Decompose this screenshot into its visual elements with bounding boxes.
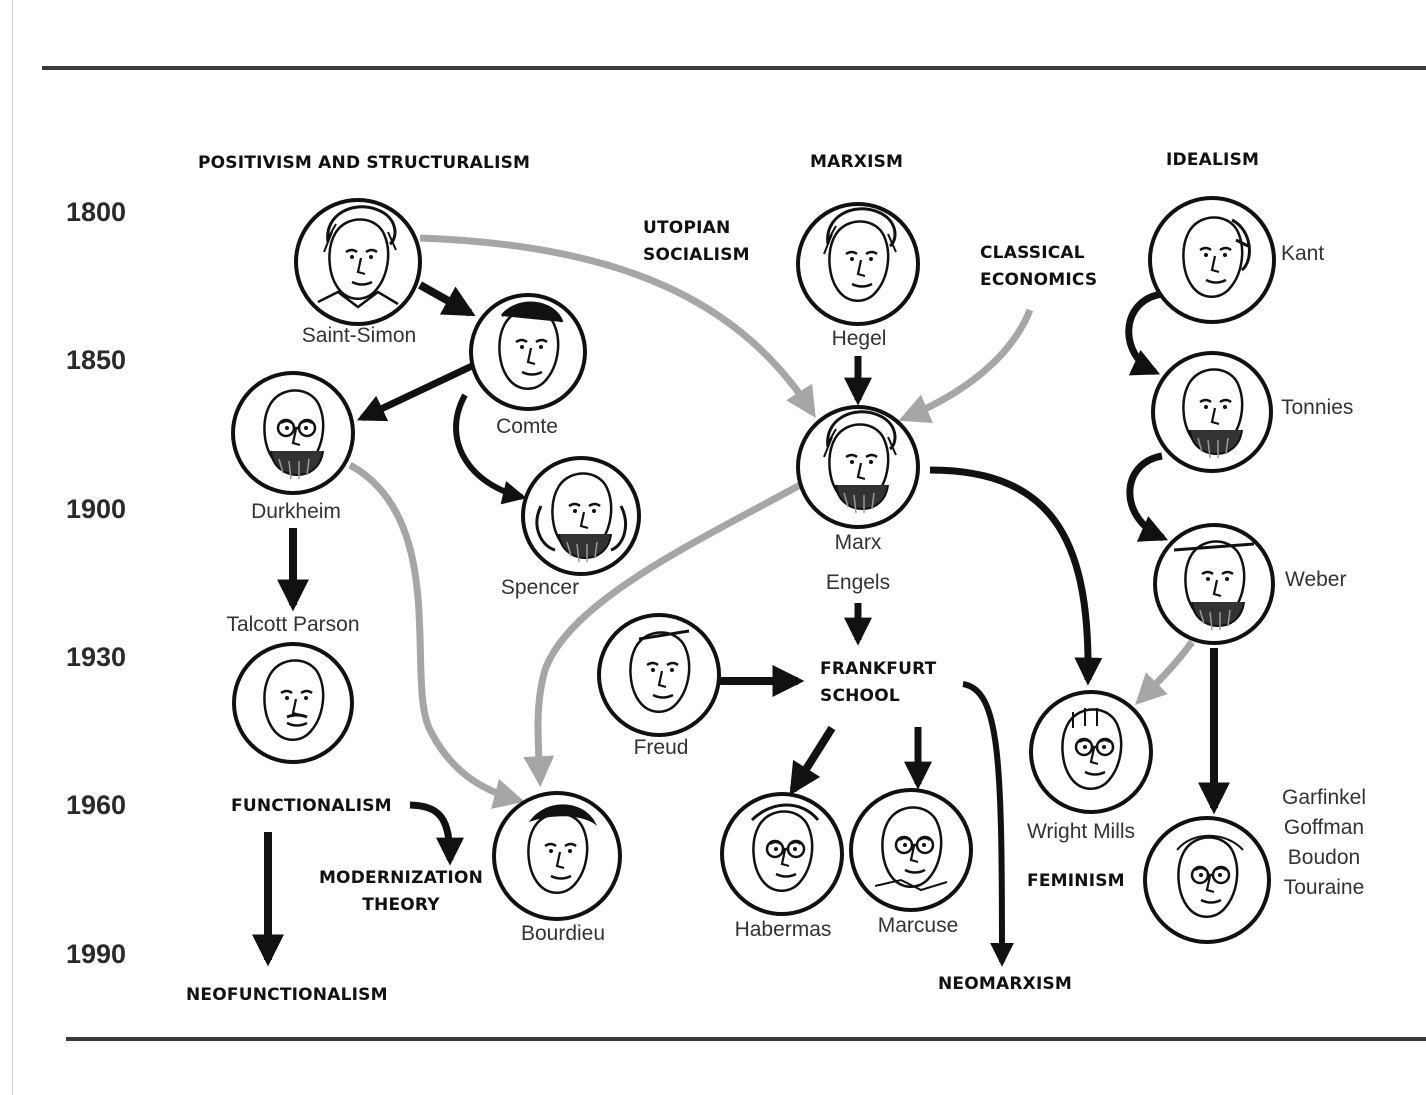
thinker-label-saint-simon: Saint-Simon (301, 324, 417, 347)
thinker-label-weber: Weber (1285, 568, 1347, 591)
thinker-label-goffman: Goffman (1283, 816, 1365, 839)
year-label-1990: 1990 (66, 939, 127, 969)
arrow-functionalism-to-modernization (409, 801, 464, 866)
marx-portrait (796, 405, 920, 529)
heading-feminism: FEMINISM (1027, 871, 1125, 891)
thinker-label-garfinkel: Garfinkel (1281, 786, 1367, 809)
arrow-marx-to-bourdieu (523, 481, 802, 787)
saint-simon-portrait (294, 198, 422, 326)
marcuse-portrait (849, 788, 973, 912)
arrow-marx-to-wrightmills (929, 466, 1103, 686)
heading-frankfurt-line-2: SCHOOL (820, 686, 900, 706)
bottom-rule (66, 1037, 1426, 1041)
heading-frankfurt-line-1: FRANKFURT (820, 659, 937, 679)
tonnies-portrait (1151, 351, 1273, 473)
heading-modernization-line-2: THEORY (362, 895, 440, 915)
heading-classical-line-1: CLASSICAL (980, 243, 1085, 263)
heading-utopian-line-2: SOCIALISM (643, 245, 750, 265)
thinker-label-engels: Engels (825, 571, 891, 594)
heading-functionalism: FUNCTIONALISM (231, 796, 392, 816)
year-label-1960: 1960 (66, 790, 127, 820)
arrow-frankfurt-to-neomarxism (962, 681, 1014, 967)
arrow-frankfurt-to-habermas (789, 725, 836, 796)
page-border (12, 0, 13, 1095)
bourdieu-portrait (492, 791, 622, 921)
hegel-portrait (796, 202, 920, 326)
thinker-label-marx: Marx (834, 531, 882, 554)
heading-positivism: POSITIVISM AND STRUCTURALISM (198, 153, 531, 173)
thinker-label-comte: Comte (496, 415, 558, 438)
thinker-label-hegel: Hegel (831, 327, 887, 350)
thinker-label-tonnies: Tonnies (1281, 396, 1354, 419)
heading-classical-economics: CLASSICAL ECONOMICS (980, 240, 1097, 294)
heading-utopian-line-1: UTOPIAN (643, 218, 731, 238)
arrow-durkheim-to-bourdieu (348, 461, 525, 809)
year-label-1930: 1930 (66, 642, 127, 672)
heading-marxism: MARXISM (810, 152, 904, 172)
arrow-kant-to-tonnies (1125, 290, 1163, 376)
thinker-label-habermas: Habermas (734, 918, 832, 941)
thinker-label-touraine: Touraine (1283, 876, 1365, 899)
thinker-label-durkheim: Durkheim (251, 500, 341, 523)
arrow-weber-to-wrightmills (1135, 639, 1195, 705)
arrow-comte-to-spencer (453, 393, 527, 505)
heading-modernization-theory: MODERNIZATION THEORY (318, 865, 484, 919)
thinker-list-ethnomethodology: Garfinkel Goffman Boudon Touraine (1274, 783, 1374, 903)
habermas-portrait (720, 792, 844, 916)
arrow-saintsimon-to-marx (419, 234, 816, 418)
garfinkel-group-portrait (1143, 816, 1271, 944)
arrow-comte-to-durkheim (356, 362, 474, 422)
year-label-1800: 1800 (66, 197, 127, 227)
durkheim-portrait (231, 371, 355, 495)
arrow-tonnies-to-weber (1126, 452, 1169, 542)
comte-portrait (469, 293, 587, 411)
heading-utopian-socialism: UTOPIAN SOCIALISM (643, 215, 750, 269)
arrow-saintsimon-to-comte (418, 281, 476, 317)
weber-portrait (1153, 523, 1275, 645)
heading-idealism: IDEALISM (1166, 150, 1260, 170)
thinker-label-spencer: Spencer (500, 576, 580, 599)
thinker-label-kant: Kant (1281, 242, 1325, 265)
talcott-parson-portrait (232, 642, 354, 764)
arrow-economics-to-marx (898, 308, 1034, 424)
thinker-label-marcuse: Marcuse (877, 914, 959, 937)
heading-frankfurt-school: FRANKFURT SCHOOL (820, 656, 936, 710)
heading-modernization-line-1: MODERNIZATION (318, 868, 484, 888)
thinker-label-bourdieu: Bourdieu (520, 922, 606, 945)
kant-portrait (1148, 196, 1276, 324)
freud-portrait (597, 613, 721, 737)
thinker-label-talcott-parson: Talcott Parson (226, 613, 360, 636)
year-label-1850: 1850 (66, 345, 127, 375)
wright-mills-portrait (1029, 690, 1153, 814)
thinker-label-wright-mills: Wright Mills (1026, 820, 1136, 843)
top-rule (42, 66, 1426, 70)
heading-classical-line-2: ECONOMICS (980, 270, 1098, 290)
thinker-label-freud: Freud (633, 736, 689, 759)
year-label-1900: 1900 (66, 494, 127, 524)
heading-neomarxism: NEOMARXISM (938, 974, 1073, 994)
spencer-portrait (521, 456, 641, 576)
heading-neofunctionalism: NEOFUNCTIONALISM (186, 985, 388, 1005)
thinker-label-boudon: Boudon (1287, 846, 1361, 869)
